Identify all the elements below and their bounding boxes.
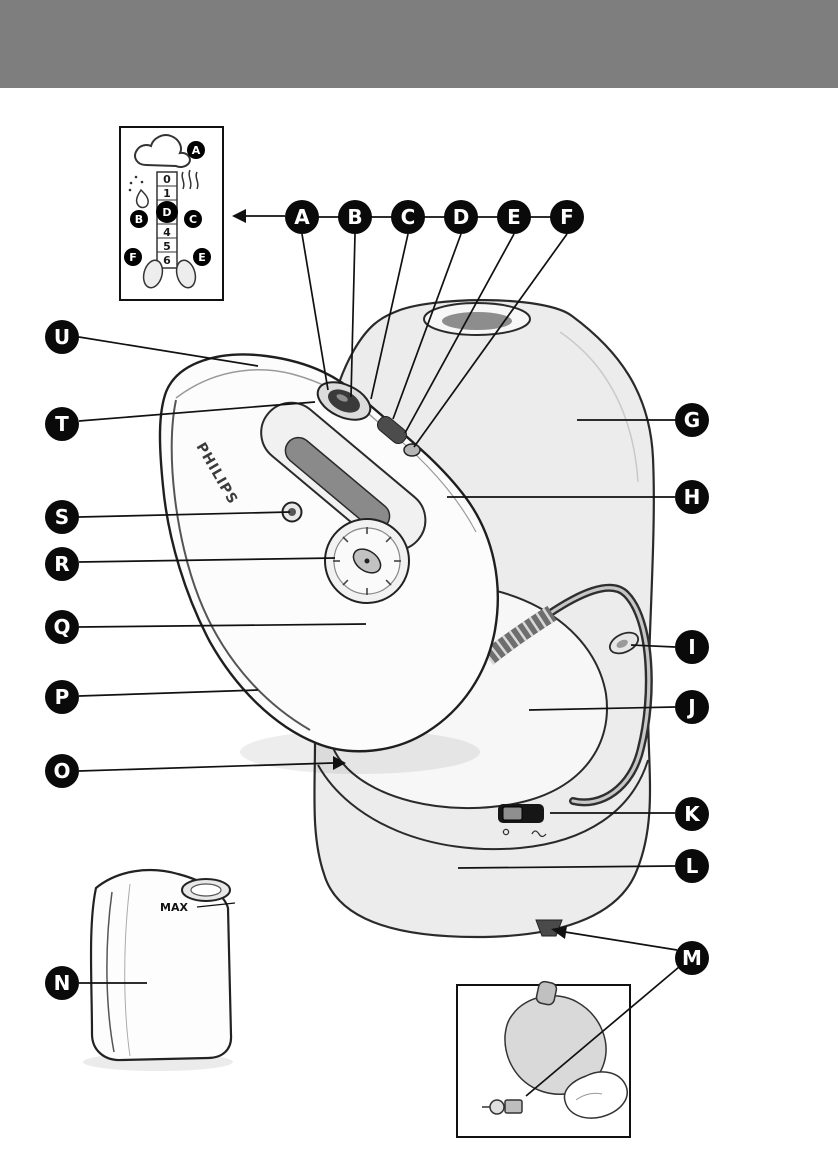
inset-letter-b: B (135, 213, 143, 226)
callout-t: T (45, 407, 79, 441)
hose-sleeve (482, 605, 557, 665)
leader-u (78, 336, 259, 367)
callout-f: F (550, 200, 584, 234)
callout-d: D (444, 200, 478, 234)
inset-iron-knob (535, 980, 558, 1006)
leader-p (78, 689, 259, 697)
inset-arrowhead (232, 209, 246, 223)
inset-letter-e: E (198, 251, 206, 264)
leader-m-notch (564, 931, 678, 951)
setting-strip: 0 1 D 4 5 6 (156, 171, 178, 269)
soleplate-edge (170, 399, 311, 731)
inset-letter-a-circle (187, 141, 205, 159)
callout-n: N (45, 966, 79, 1000)
callout-r: R (45, 547, 79, 581)
leader-o-arrowhead (333, 756, 346, 770)
leader-c (370, 233, 409, 400)
inset-letter-a: A (192, 144, 201, 157)
inset-letter-d-circle (156, 201, 178, 223)
callout-p: P (45, 680, 79, 714)
callout-j: J (675, 690, 709, 724)
tank-grip-line-2 (124, 883, 131, 1057)
callout-h: H (675, 480, 709, 514)
tank-grip-line (106, 891, 115, 1053)
button-oval-left (142, 259, 164, 289)
tank-cap-inner (190, 883, 222, 897)
supply-hose (482, 583, 653, 807)
max-pointer-line (196, 902, 236, 908)
temperature-dial (324, 518, 410, 604)
hose-cleat (608, 631, 640, 655)
leader-d (392, 233, 462, 420)
callout-s: S (45, 500, 79, 534)
leader-a (301, 233, 329, 391)
max-label: MAX (160, 901, 188, 914)
callout-l: L (675, 849, 709, 883)
callout-g: G (675, 403, 709, 437)
shot-button (403, 443, 421, 457)
inset-hand (563, 1071, 628, 1119)
strip-num-0: 0 (163, 173, 171, 186)
inset-hand-fingers (575, 1092, 603, 1101)
leader-i (630, 644, 676, 648)
leader-f (413, 233, 568, 448)
inset-dial-detail: A B C (119, 126, 224, 301)
callout-u: U (45, 320, 79, 354)
strip-num-4: 4 (163, 226, 171, 239)
inset-letter-b-circle (130, 210, 148, 228)
callout-e: E (497, 200, 531, 234)
inset-letter-f-circle (124, 248, 142, 266)
switch-icon-left (502, 828, 510, 836)
leader-r (78, 557, 336, 563)
leader-b (350, 233, 356, 398)
callout-c: C (391, 200, 425, 234)
inset-clip (482, 1099, 523, 1115)
inset-letter-f: F (129, 251, 137, 264)
callout-a: A (285, 200, 319, 234)
leader-j (528, 706, 676, 711)
spray-button-dot (288, 508, 296, 516)
callout-k: K (675, 797, 709, 831)
iron: PHILIPS (158, 353, 499, 753)
spray-icon (128, 175, 149, 209)
inset-letter-e-circle (193, 248, 211, 266)
callout-q: Q (45, 610, 79, 644)
dial-ticks (333, 527, 401, 595)
carry-handle-opening-inner (442, 312, 512, 330)
leader-e (404, 233, 515, 434)
inset-attach-detail (456, 980, 631, 1138)
steam-trigger (376, 415, 408, 445)
station-contour-line (559, 331, 639, 483)
leader-s (78, 511, 291, 518)
switch-icon-right (531, 830, 547, 838)
steam-icon (181, 169, 199, 190)
leader-m-inset (525, 966, 680, 1097)
inset-letter-c: C (189, 213, 197, 226)
leader-l (457, 865, 676, 869)
steam-boost-cloud-icon (134, 134, 191, 168)
strip-num-1: 1 (163, 187, 171, 200)
header-bar (0, 0, 838, 88)
strip-num-5: 5 (163, 240, 171, 253)
leader-t (78, 401, 316, 422)
callout-o: O (45, 754, 79, 788)
inset-letter-d: D (162, 206, 171, 219)
iron-handle (260, 401, 427, 552)
strip-num-6: 6 (163, 254, 171, 267)
button-oval-right (175, 259, 197, 289)
base-skirt-line (317, 759, 649, 851)
inset-letter-c-circle (184, 210, 202, 228)
leader-m-arrowhead (551, 926, 567, 939)
water-tank: MAX (83, 868, 236, 1071)
steam-switch (498, 804, 547, 838)
leader-q (78, 623, 367, 628)
callout-b: B (338, 200, 372, 234)
callout-i: I (675, 630, 709, 664)
leader-o (78, 762, 334, 772)
callout-m: M (675, 941, 709, 975)
